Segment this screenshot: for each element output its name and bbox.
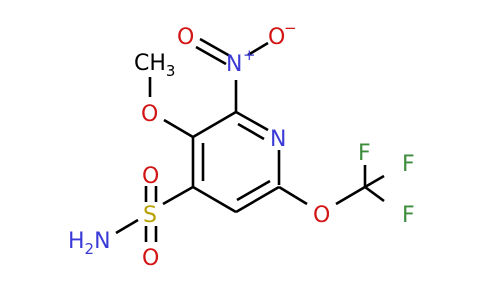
bond-c6-o <box>278 185 308 206</box>
fluorine-bottom: F <box>402 203 415 228</box>
bonds <box>115 37 385 242</box>
nitro-plus-charge: + <box>243 46 256 64</box>
ring-nitrogen: N <box>270 127 286 152</box>
sulfur-atom: S <box>143 203 157 228</box>
bond-ring-c6-c5-inner <box>236 179 271 202</box>
bond-c4-s <box>162 185 194 206</box>
bond-n-o-single <box>247 41 269 57</box>
trifluoromethoxy-oxygen: O <box>313 203 330 228</box>
sulfonyl-oxygen-top: O <box>142 164 159 189</box>
bond-ring-c5-c4 <box>192 185 237 214</box>
bond-ring-c2-n <box>235 110 269 132</box>
nitro-oxygen-single: O <box>268 25 285 50</box>
bond-ring-c6-c5 <box>235 185 280 214</box>
bond-ring-c2-n-inner <box>237 122 265 141</box>
bond-n-o-double-a <box>199 37 231 58</box>
sulfonyl-oxygen-bottom: O <box>142 246 159 271</box>
bond-c3-o <box>163 118 194 139</box>
fluorine-right: F <box>402 152 415 177</box>
bond-ring-c3-c2 <box>192 110 237 139</box>
bond-c-f-right <box>364 174 385 189</box>
bond-c-f-bottom <box>364 185 385 203</box>
nitro-oxygen-double: O <box>177 25 194 50</box>
bond-n-o-double-b <box>195 45 227 66</box>
bond-o-cf3 <box>335 185 366 206</box>
methoxy-oxygen: O <box>141 102 158 127</box>
fluorine-top: F <box>358 141 371 166</box>
atom-labels: CH3 O O N + O − N O S O H2N O F F F <box>68 19 415 271</box>
nitro-nitrogen: N <box>226 52 242 77</box>
bond-s-nh2 <box>115 218 139 235</box>
nitro-minus-charge: − <box>284 19 297 37</box>
amine-group: H2N <box>68 229 111 258</box>
methyl-label: CH3 <box>134 51 175 80</box>
